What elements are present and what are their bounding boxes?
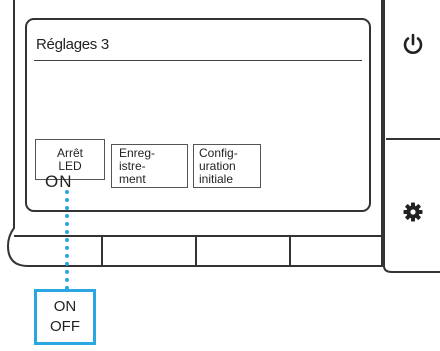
recording-button[interactable]: Enreg- istre- ment	[111, 144, 188, 188]
led-options-callout: ON OFF	[34, 289, 96, 345]
settings-button[interactable]	[390, 192, 436, 232]
callout-option-on: ON	[53, 298, 77, 315]
soft-key-4[interactable]	[290, 236, 382, 266]
callout-connector	[65, 190, 69, 290]
power-button[interactable]	[390, 25, 436, 65]
title-divider	[34, 60, 362, 61]
power-icon	[403, 33, 423, 54]
led-value-label: ON	[45, 172, 73, 191]
screen-title: Réglages 3	[36, 36, 109, 53]
initial-config-button[interactable]: Config- uration initiale	[193, 144, 261, 188]
soft-key-3[interactable]	[196, 236, 290, 266]
led-off-button[interactable]: Arrêt LED	[35, 139, 105, 180]
callout-option-off: OFF	[50, 318, 80, 335]
display-screen: Réglages 3 Arrêt LED ON Enreg- istre- me…	[25, 18, 371, 212]
soft-key-1[interactable]	[14, 236, 102, 266]
soft-key-2[interactable]	[102, 236, 196, 266]
gear-icon	[403, 202, 423, 222]
